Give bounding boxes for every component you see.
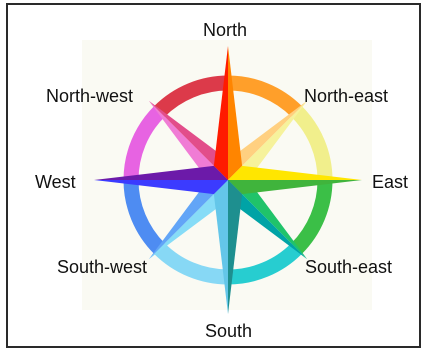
ring-arc-southwest-west xyxy=(131,180,159,249)
point-south-left xyxy=(228,180,242,314)
label-north-west: North-west xyxy=(46,87,133,105)
label-north: North xyxy=(203,21,247,39)
point-north-right xyxy=(228,46,242,180)
ring-arc-south-southwest xyxy=(159,249,228,277)
label-north-east: North-east xyxy=(304,87,388,105)
label-east: East xyxy=(372,173,408,191)
point-south-right xyxy=(214,180,228,314)
point-east-right xyxy=(228,180,362,194)
ring-arc-northeast-east xyxy=(297,111,325,180)
point-north-left xyxy=(214,46,228,180)
label-west: West xyxy=(35,173,76,191)
point-east-left xyxy=(228,166,362,180)
point-west-left xyxy=(94,180,228,194)
label-south-east: South-east xyxy=(305,258,392,276)
label-south-west: South-west xyxy=(57,258,147,276)
ring-arc-west-northwest xyxy=(131,111,159,180)
ring-arc-northwest-north xyxy=(159,83,228,111)
label-south: South xyxy=(205,322,252,340)
ring-arc-southeast-south xyxy=(228,249,297,277)
ring-arc-north-northeast xyxy=(228,83,297,111)
point-west-right xyxy=(94,166,228,180)
ring-arc-east-southeast xyxy=(297,180,325,249)
